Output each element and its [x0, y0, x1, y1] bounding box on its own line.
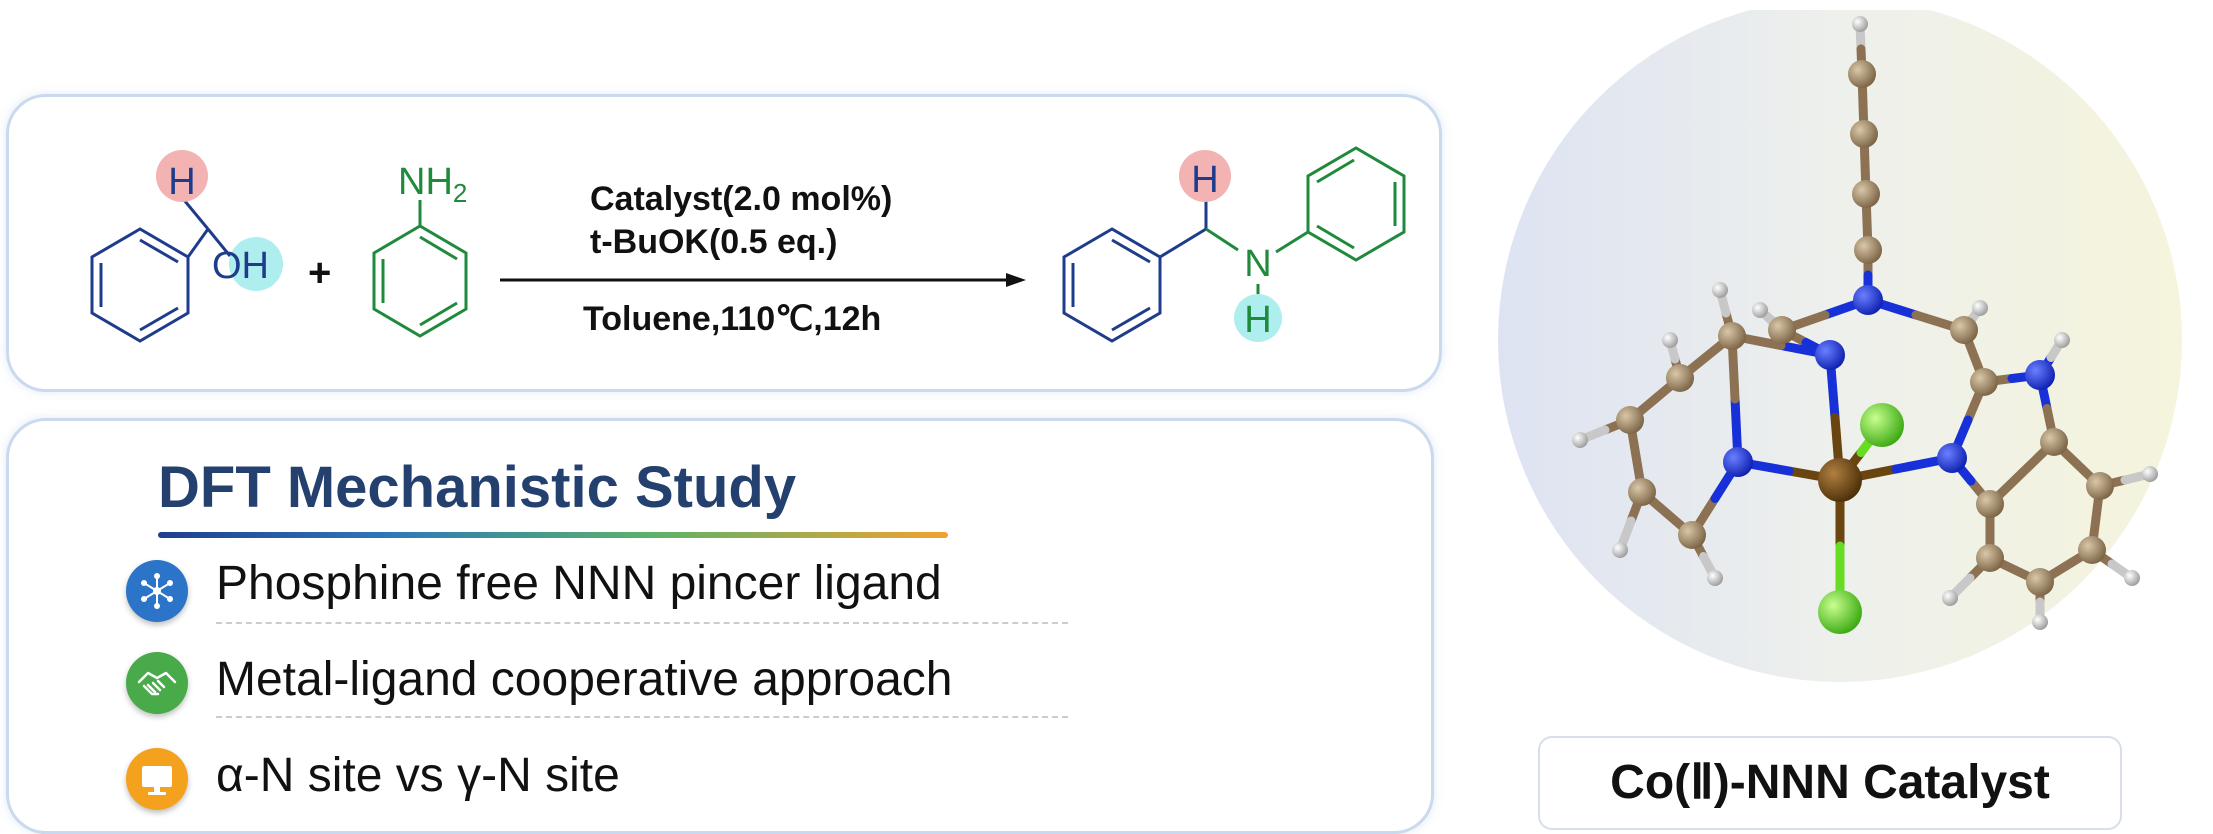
chlorine-atom: [1818, 590, 1862, 634]
carbon-atom: [1616, 406, 1644, 434]
molecule-network-icon: [126, 560, 188, 622]
catalyst-structure: [1498, 10, 2182, 682]
hydrogen-atom: [1752, 302, 1768, 318]
hydrogen-atom: [2032, 614, 2048, 630]
aniline: [372, 200, 468, 338]
product-n-label: N: [1244, 243, 1271, 285]
hydrogen-atom: [1662, 332, 1678, 348]
hydrogen-atom: [1972, 300, 1988, 316]
chlorine-atom: [1860, 403, 1904, 447]
carbon-atom: [1850, 120, 1878, 148]
product-benzyl-ring: [1062, 200, 1208, 343]
product-h-bottom: H: [1244, 299, 1271, 341]
hydrogen-atom: [1852, 16, 1868, 32]
hydrogen-atom: [2124, 570, 2140, 586]
reaction-scheme: H OH + NH2 Catalyst(2.0 mol%) t-BuOK(0.5…: [90, 146, 1406, 343]
feature-text-cooperative: Metal-ligand cooperative approach: [216, 653, 953, 706]
feature-divider: [216, 716, 1068, 718]
condition-catalyst: Catalyst(2.0 mol%): [590, 180, 892, 218]
cobalt-atom: [1818, 458, 1862, 502]
study-title: DFT Mechanistic Study: [158, 455, 797, 520]
carbon-atom: [2078, 536, 2106, 564]
plus-sign: +: [308, 251, 331, 295]
catalyst-label: Co(Ⅱ)-NNN Catalyst: [1610, 756, 2050, 809]
nitrogen-atom: [1853, 285, 1883, 315]
carbon-atom: [2026, 568, 2054, 596]
carbon-atom: [1976, 490, 2004, 518]
benzyl-alcohol: [90, 199, 232, 343]
product-ch2-n-bond: [1205, 227, 1239, 252]
title-underline: [158, 532, 948, 538]
nitrogen-atom: [2025, 360, 2055, 390]
carbon-atom: [2040, 428, 2068, 456]
hydrogen-atom: [1707, 570, 1723, 586]
carbon-atom: [1848, 60, 1876, 88]
carbon-atom: [1950, 316, 1978, 344]
carbon-atom: [1854, 236, 1882, 264]
aniline-nh-label: NH2: [398, 161, 467, 208]
oh-highlight: [229, 237, 283, 291]
feature-divider: [216, 622, 1068, 624]
study-panel: [6, 418, 1434, 834]
product-nh-highlight: [1234, 294, 1282, 342]
nitrogen-atom: [1937, 443, 1967, 473]
carbon-atom: [1678, 521, 1706, 549]
reaction-arrow-head: [1006, 273, 1026, 287]
catalyst-label-box: Co(Ⅱ)-NNN Catalyst: [1538, 736, 2122, 830]
carbon-atom: [1628, 478, 1656, 506]
hydrogen-atom: [1612, 542, 1628, 558]
condition-base: t-BuOK(0.5 eq.): [590, 223, 837, 261]
carbon-atom: [1718, 322, 1746, 350]
feature-text-sites: α-N site vs γ-N site: [216, 749, 620, 802]
nitrogen-atom: [1723, 447, 1753, 477]
hydrogen-atom: [2142, 466, 2158, 482]
handshake-icon: [126, 652, 188, 714]
nitrogen-atom: [1815, 340, 1845, 370]
carbon-atom: [2086, 472, 2114, 500]
condition-solvent: Toluene,110℃,12h: [583, 300, 881, 338]
alcohol-oh-label: OH: [212, 245, 269, 287]
hydrogen-atom: [1942, 590, 1958, 606]
carbon-atom: [1666, 364, 1694, 392]
hydrogen-atom: [1572, 432, 1588, 448]
product-h-highlight: [1179, 150, 1231, 202]
hydrogen-atom: [1712, 282, 1728, 298]
catalyst-atoms: [1572, 16, 2158, 634]
hydrogen-atom: [2054, 332, 2070, 348]
product-phenyl-ring: [1275, 146, 1406, 262]
product-h-top: H: [1191, 159, 1218, 201]
alcohol-h-label: H: [168, 161, 195, 203]
feature-text-ligand: Phosphine free NNN pincer ligand: [216, 557, 942, 610]
carbon-atom: [1976, 544, 2004, 572]
carbon-atom: [1852, 180, 1880, 208]
carbon-atom: [1768, 316, 1796, 344]
carbon-atom: [1970, 368, 1998, 396]
monitor-icon: [126, 748, 188, 810]
h-highlight: [156, 150, 208, 202]
